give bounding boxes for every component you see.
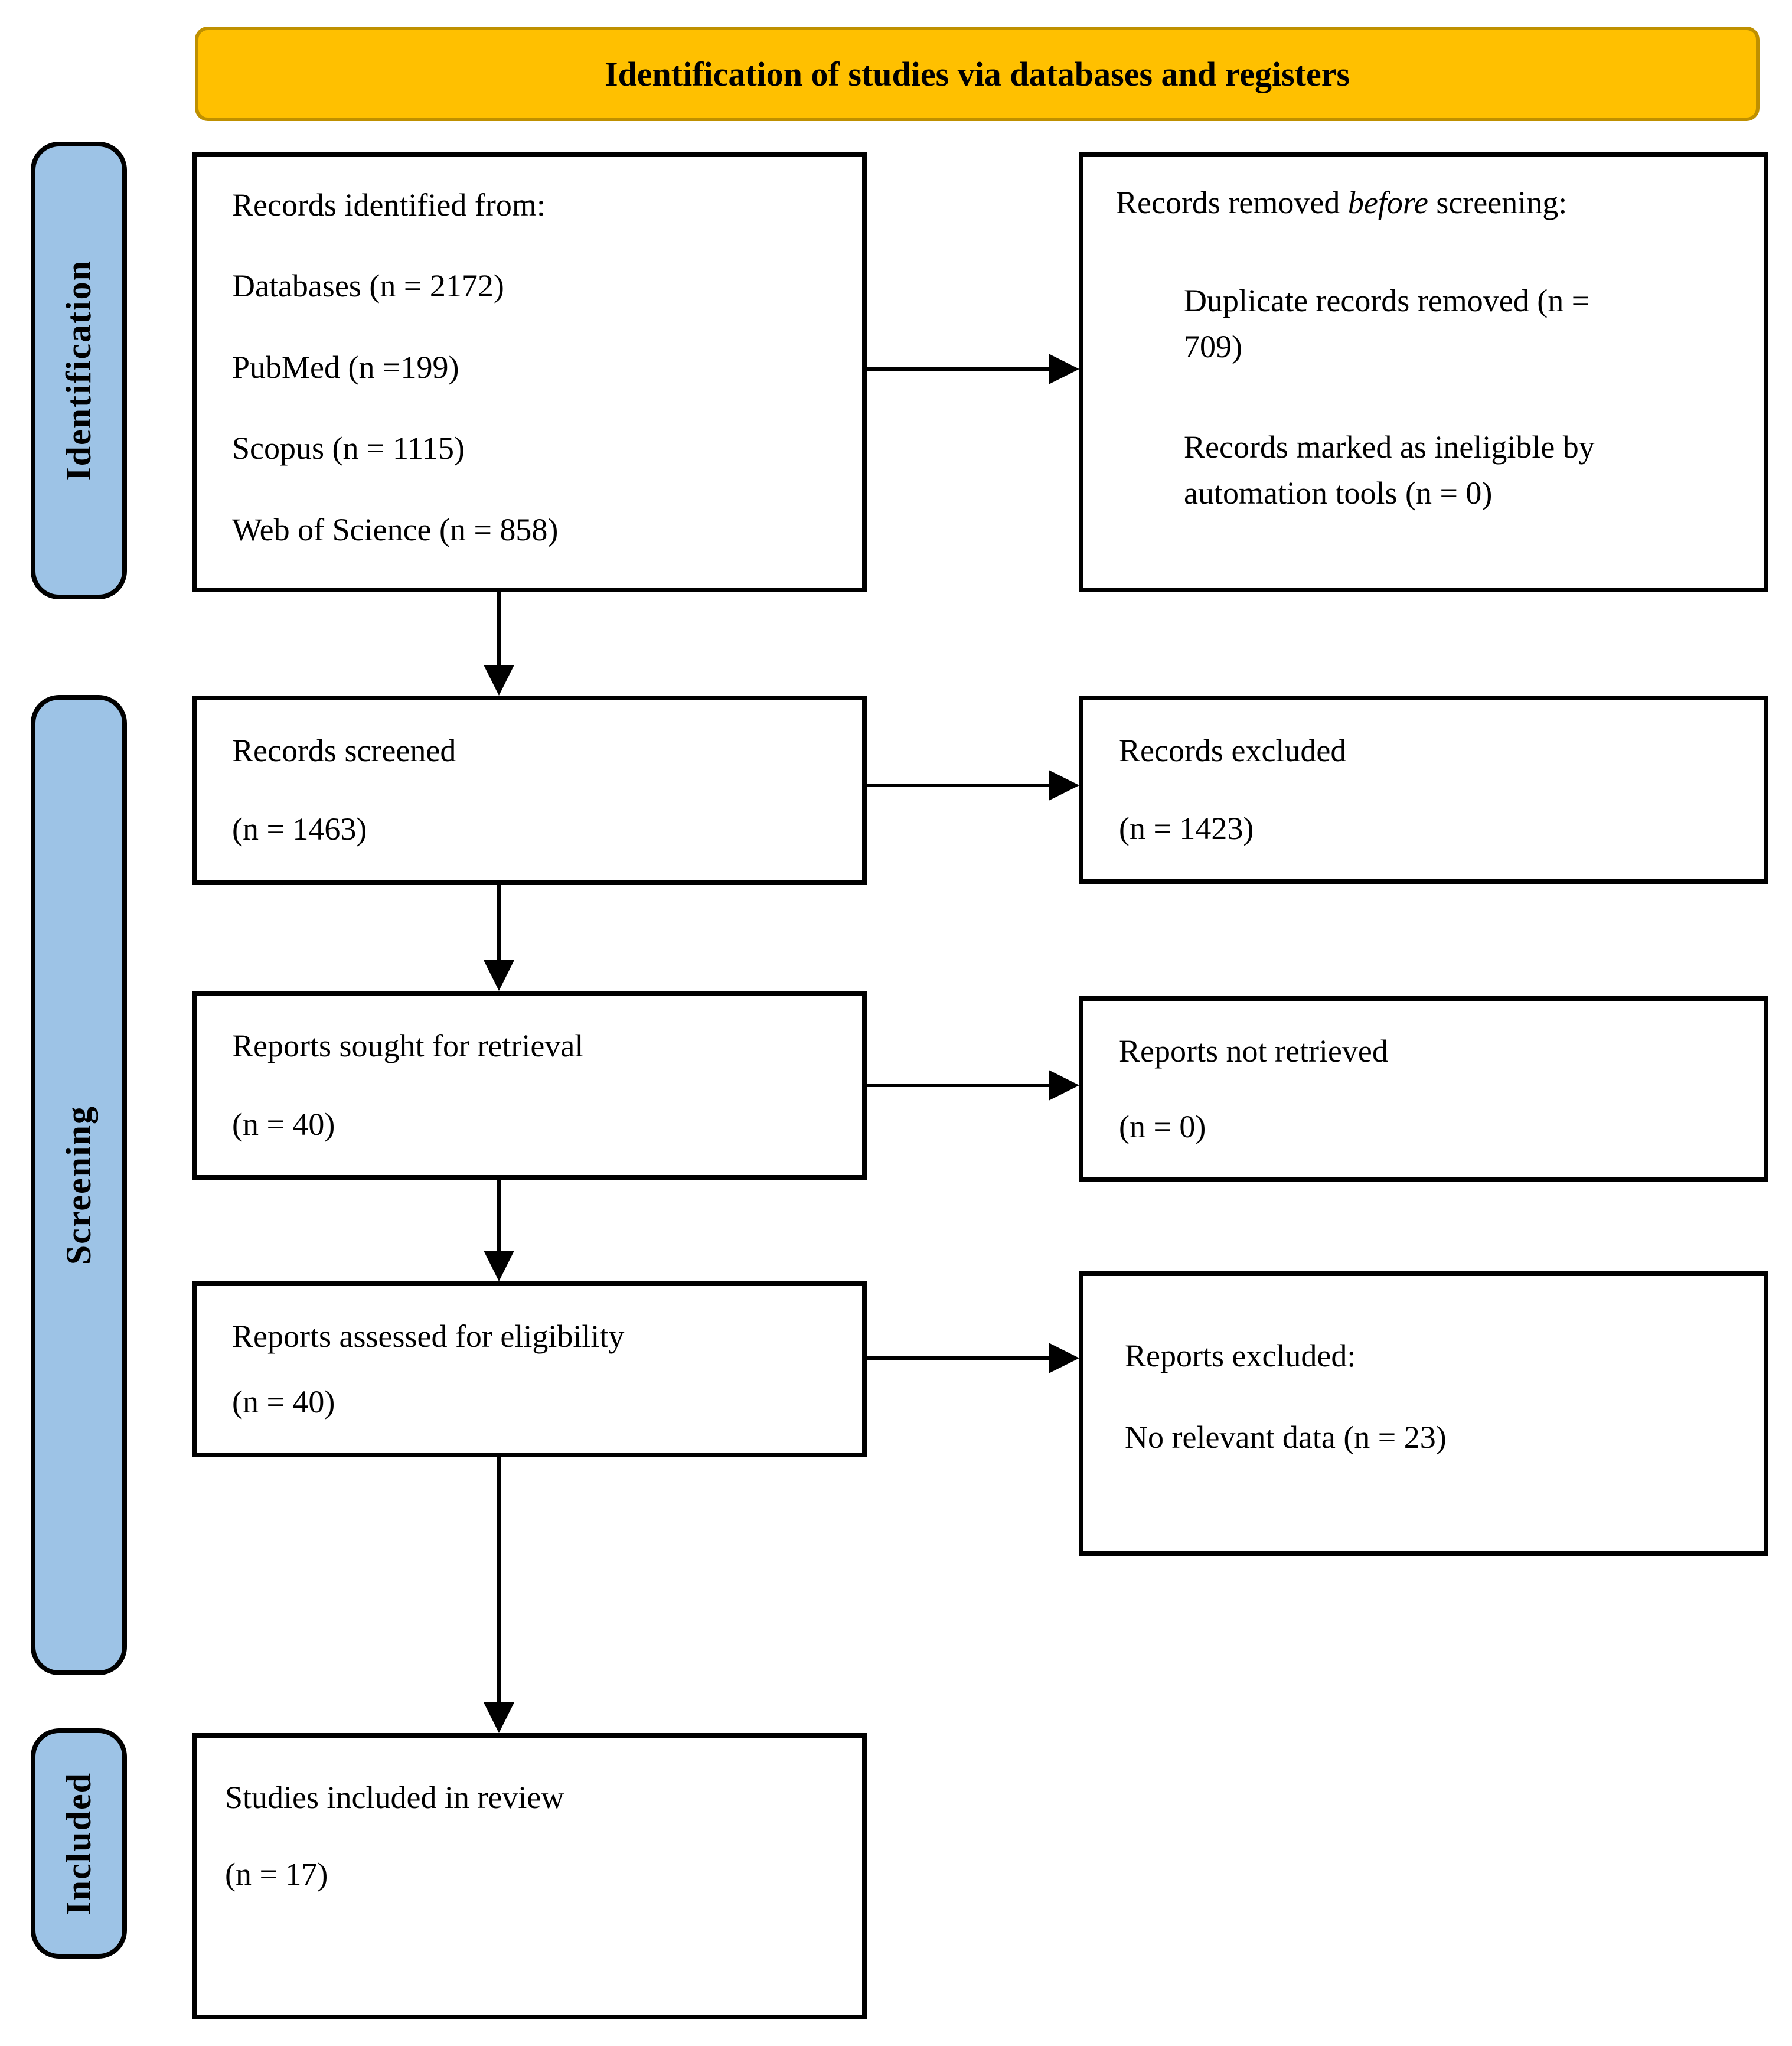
arrow-head-icon bbox=[484, 1702, 514, 1733]
box-records-identified: Records identified from: Databases (n = … bbox=[192, 152, 867, 592]
box-records-removed-before-screening: Records removed before screening: Duplic… bbox=[1079, 152, 1768, 592]
banner-identification-via-databases: Identification of studies via databases … bbox=[195, 27, 1760, 121]
reports-excluded-reason: No relevant data (n = 23) bbox=[1125, 1419, 1447, 1455]
records-screened-n: (n = 1463) bbox=[232, 811, 367, 847]
records-identified-databases: Databases (n = 2172) bbox=[232, 268, 504, 304]
reports-sought-n: (n = 40) bbox=[232, 1106, 335, 1142]
arrow-head-icon bbox=[484, 665, 514, 696]
stage-included-label: Included bbox=[59, 1771, 98, 1916]
arrow-head-icon bbox=[1049, 1070, 1079, 1101]
records-excluded-n: (n = 1423) bbox=[1119, 810, 1254, 846]
reports-assessed-n: (n = 40) bbox=[232, 1383, 335, 1420]
arrow-line bbox=[867, 1084, 1049, 1087]
stage-screening-label: Screening bbox=[59, 1105, 98, 1265]
arrow-line bbox=[497, 592, 501, 665]
records-identified-wos: Web of Science (n = 858) bbox=[232, 511, 559, 547]
studies-included-label: Studies included in review bbox=[225, 1780, 564, 1815]
banner-title: Identification of studies via databases … bbox=[604, 54, 1350, 93]
stage-identification-label: Identification bbox=[59, 260, 98, 481]
records-excluded-label: Records excluded bbox=[1119, 733, 1347, 768]
box-reports-not-retrieved: Reports not retrieved (n = 0) bbox=[1079, 996, 1768, 1182]
arrow-line bbox=[497, 1457, 501, 1702]
box-reports-sought: Reports sought for retrieval (n = 40) bbox=[192, 991, 867, 1180]
records-screened-label: Records screened bbox=[232, 733, 456, 768]
arrow-line bbox=[867, 784, 1049, 787]
records-marked-ineligible: Records marked as ineligible by automati… bbox=[1184, 429, 1595, 511]
reports-not-retrieved-n: (n = 0) bbox=[1119, 1108, 1206, 1144]
records-identified-title: Records identified from: bbox=[232, 187, 546, 223]
box-reports-excluded-reasons: Reports excluded: No relevant data (n = … bbox=[1079, 1271, 1768, 1556]
reports-sought-label: Reports sought for retrieval bbox=[232, 1028, 584, 1063]
stage-included: Included bbox=[31, 1728, 127, 1959]
arrow-head-icon bbox=[484, 1251, 514, 1281]
duplicate-records-removed: Duplicate records removed (n = 709) bbox=[1184, 282, 1590, 364]
box-studies-included: Studies included in review (n = 17) bbox=[192, 1733, 867, 2019]
stage-screening: Screening bbox=[31, 695, 127, 1675]
records-identified-scopus: Scopus (n = 1115) bbox=[232, 430, 465, 466]
arrow-line bbox=[867, 367, 1049, 371]
arrow-head-icon bbox=[1049, 354, 1079, 384]
arrow-head-icon bbox=[1049, 1343, 1079, 1373]
records-removed-title: Records removed before screening: bbox=[1116, 185, 1568, 220]
box-records-screened: Records screened (n = 1463) bbox=[192, 696, 867, 885]
reports-not-retrieved-label: Reports not retrieved bbox=[1119, 1033, 1388, 1069]
arrow-head-icon bbox=[484, 960, 514, 991]
arrow-head-icon bbox=[1049, 770, 1079, 801]
box-records-excluded: Records excluded (n = 1423) bbox=[1079, 696, 1768, 884]
arrow-line bbox=[497, 1180, 501, 1251]
box-reports-assessed: Reports assessed for eligibility (n = 40… bbox=[192, 1281, 867, 1457]
reports-assessed-label: Reports assessed for eligibility bbox=[232, 1319, 625, 1354]
studies-included-n: (n = 17) bbox=[225, 1856, 328, 1892]
arrow-line bbox=[497, 885, 501, 960]
reports-excluded-title: Reports excluded: bbox=[1125, 1338, 1356, 1373]
records-identified-pubmed: PubMed (n =199) bbox=[232, 349, 459, 385]
stage-identification: Identification bbox=[31, 142, 127, 599]
arrow-line bbox=[867, 1356, 1049, 1360]
